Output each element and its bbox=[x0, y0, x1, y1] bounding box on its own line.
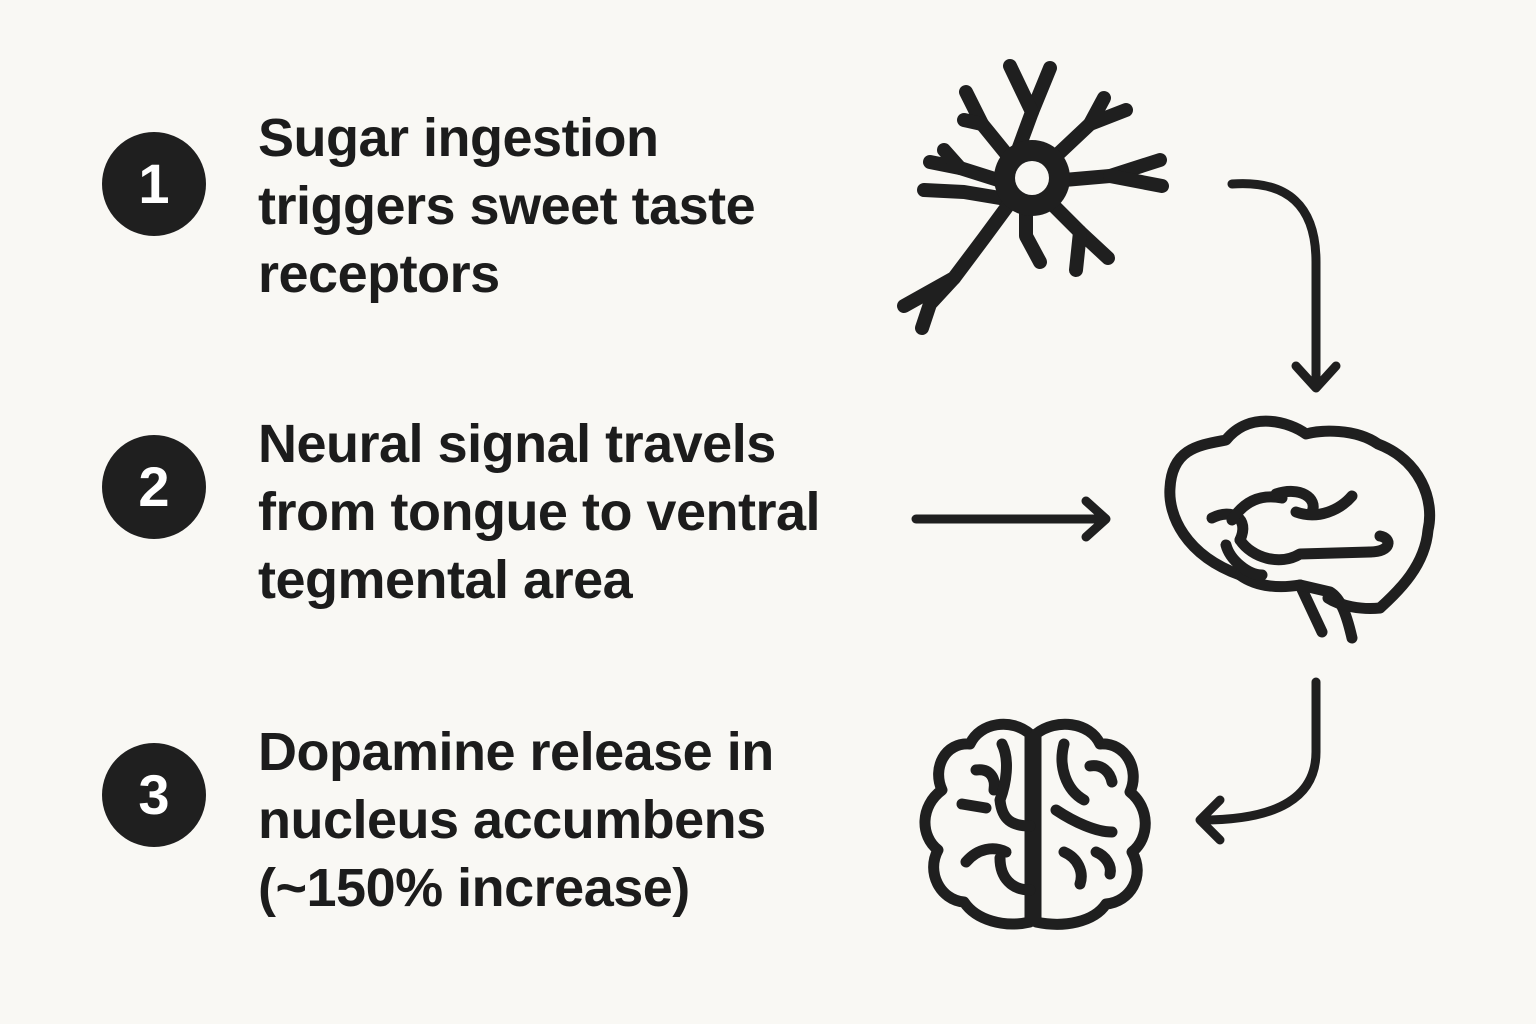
step-description: Dopamine release in nucleus accumbens (~… bbox=[258, 718, 878, 922]
neuron-icon bbox=[897, 59, 1169, 335]
brain-side-icon bbox=[1164, 415, 1436, 644]
step-text-line: Neural signal travels bbox=[258, 414, 776, 474]
step-description: Sugar ingestion triggers sweet taste rec… bbox=[258, 104, 878, 308]
step-text-line: from tongue to ventral bbox=[258, 482, 821, 542]
step-text-line: receptors bbox=[258, 244, 500, 304]
step-text-line: Sugar ingestion bbox=[258, 108, 659, 168]
arrow-down-left-icon bbox=[1195, 677, 1321, 845]
arrow-down-icon bbox=[1227, 179, 1341, 393]
step-text-line: (~150% increase) bbox=[258, 858, 690, 918]
step-number-badge: 3 bbox=[102, 743, 206, 847]
step-text-line: Dopamine release in bbox=[258, 722, 774, 782]
step-description: Neural signal travels from tongue to ven… bbox=[258, 410, 878, 614]
step-text-line: tegmental area bbox=[258, 550, 633, 610]
arrow-right-icon bbox=[911, 496, 1111, 542]
step-text-line: triggers sweet taste bbox=[258, 176, 756, 236]
step-text-line: nucleus accumbens bbox=[258, 790, 766, 850]
step-number-badge: 1 bbox=[102, 132, 206, 236]
brain-top-icon bbox=[919, 718, 1151, 930]
step-number-badge: 2 bbox=[102, 435, 206, 539]
